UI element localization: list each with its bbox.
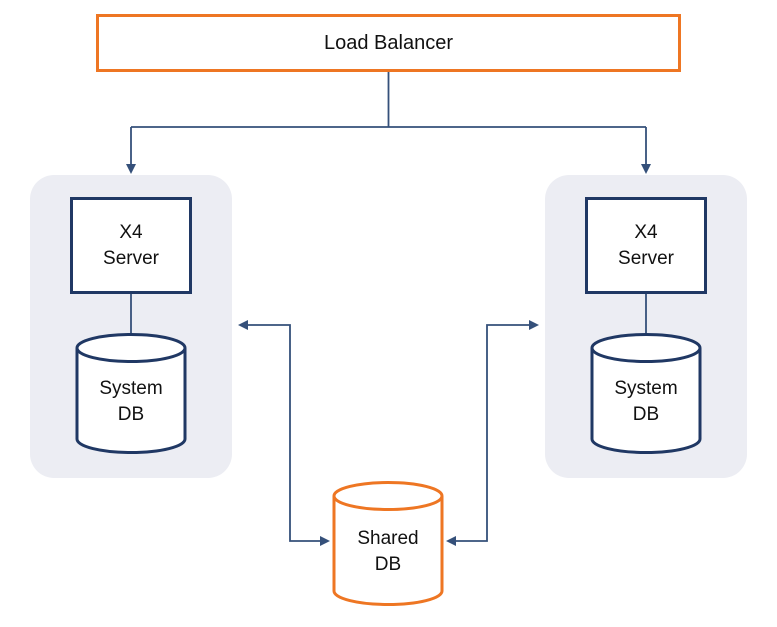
arrowhead-right-to-shared-db	[320, 536, 330, 546]
left-server-label-line2: Server	[103, 247, 159, 269]
left-server-node: X4 Server	[70, 197, 192, 294]
right-system-db-label: System DB	[590, 332, 702, 456]
database-cylinder-icon	[75, 333, 187, 454]
left-system-db-line1: System	[99, 378, 163, 399]
right-server-node: X4 Server	[585, 197, 707, 294]
load-balancer-label: Load Balancer	[324, 31, 453, 54]
right-server-label-line1: X4	[634, 221, 658, 243]
shared-db-node: Shared DB	[332, 480, 444, 608]
arrowhead-down-right-cluster	[641, 164, 651, 174]
right-system-db-node: System DB	[590, 332, 702, 456]
shared-db-label: Shared DB	[332, 480, 444, 608]
left-system-db-label: System DB	[75, 332, 187, 456]
right-server-label-line2: Server	[618, 247, 674, 269]
shared-db-line2: DB	[374, 554, 402, 575]
left-system-db-node: System DB	[75, 332, 187, 456]
right-system-db-line2: DB	[632, 404, 660, 425]
database-cylinder-icon	[590, 333, 702, 454]
connector-right-cluster-shared-db	[455, 324, 529, 542]
arrowhead-down-left-cluster	[126, 164, 136, 174]
arrowhead-right-to-cluster	[529, 320, 539, 330]
left-system-db-line2: DB	[117, 404, 145, 425]
arrowhead-left-to-cluster	[238, 320, 248, 330]
shared-db-line1: Shared	[357, 528, 419, 549]
left-server-label-line1: X4	[119, 221, 143, 243]
database-cylinder-icon	[332, 481, 444, 606]
right-system-db-line1: System	[614, 378, 678, 399]
arrowhead-left-to-shared-db	[446, 536, 456, 546]
connector-left-cluster-shared-db	[248, 324, 321, 542]
load-balancer-node: Load Balancer	[96, 14, 681, 72]
